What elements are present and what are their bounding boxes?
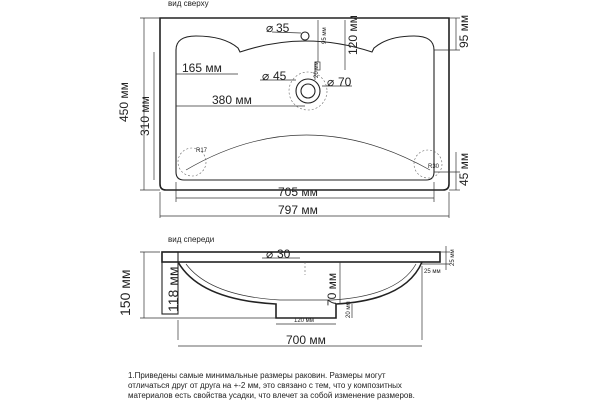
tap-hole (300, 31, 310, 41)
h45-label: 45 мм (457, 153, 471, 186)
top-view: вид сверху ⌀ 35 ⌀ 45 ⌀ 70 95 мм 20 мм 12… (117, 0, 471, 218)
h150-label: 150 мм (117, 270, 133, 317)
footnote-line-3: материалов есть свойства усадки, что вле… (128, 391, 415, 400)
footnote-line-2: отличаться друг от друга на +-2 мм, это … (128, 381, 402, 390)
drain-mid (295, 78, 321, 104)
bowl-front-arc (185, 134, 431, 171)
drain-outer (288, 71, 328, 111)
d30-label: 30 (277, 247, 291, 261)
s20-front-label: 20 мм (346, 301, 352, 318)
w120-front-label: 120 мм (294, 318, 314, 324)
s25b-label: 25 мм (424, 269, 441, 275)
d35-leader (271, 31, 302, 34)
basin-outer-contour (159, 17, 450, 191)
r17-circle (177, 147, 207, 177)
w165-label: 165 мм (182, 61, 222, 75)
d35-label: 35 (276, 21, 290, 35)
top-view-title: вид сверху (168, 0, 209, 8)
d30-symbol: ⌀ (266, 247, 273, 261)
front-bowl-inner (185, 263, 417, 301)
h120-label: 120 мм (346, 15, 360, 55)
front-view-title: вид спереди (168, 235, 214, 244)
r17-label: R17 (196, 148, 208, 154)
h310-label: 310 мм (138, 96, 152, 136)
d45-label: 45 (273, 69, 287, 83)
r30-label: R30 (428, 164, 440, 170)
d70-symbol: ⌀ (327, 75, 334, 89)
front-bowl (177, 261, 423, 319)
footnote: 1.Приведены самые минимальные размеры ра… (128, 371, 598, 401)
h95-label: 95 мм (457, 15, 471, 48)
s25a-label: 25 мм (450, 249, 456, 266)
r30-circle (413, 149, 443, 179)
h118-label: 118 мм (165, 267, 181, 312)
s20-label: 20 мм (314, 61, 320, 78)
footnote-line-1: 1.Приведены самые минимальные размеры ра… (128, 371, 386, 380)
d35-symbol: ⌀ (266, 21, 273, 35)
w700-label: 700 мм (286, 333, 326, 347)
h450-label: 450 мм (117, 82, 131, 122)
basin-inner-contour (175, 35, 435, 181)
d45-symbol: ⌀ (262, 69, 269, 83)
front-view: вид спереди ⌀ 30 150 мм 118 мм 70 мм 20 … (117, 235, 456, 347)
d70-label: 70 (338, 75, 352, 89)
drain-inner (300, 83, 316, 99)
s95-label: 95 мм (322, 27, 328, 44)
w797-label: 797 мм (278, 203, 318, 217)
front-top-slab (161, 251, 441, 263)
w380-label: 380 мм (212, 93, 252, 107)
h70-label: 70 мм (325, 273, 339, 306)
w705-label: 705 мм (278, 185, 318, 199)
